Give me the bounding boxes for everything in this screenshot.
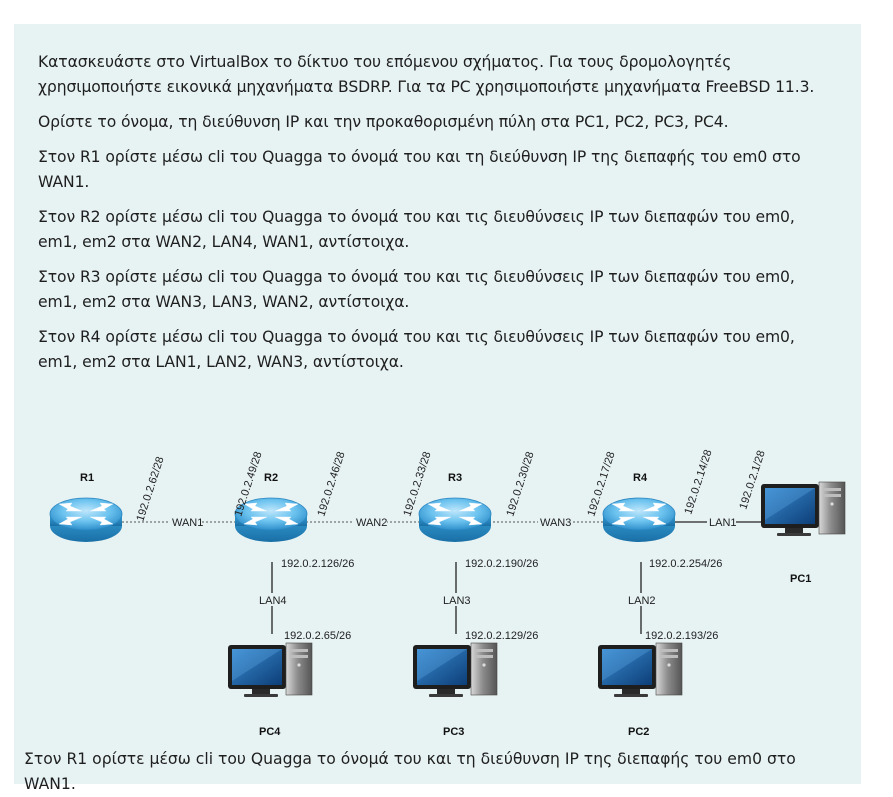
wan3-label: WAN3 [540,517,571,529]
ip-r2-lan4: 192.0.2.126/26 [281,558,354,570]
lan1-label: LAN1 [709,517,737,529]
link-labels: WAN1 WAN2 WAN3 LAN1 LAN4 LAN3 LAN2 [170,515,737,607]
computer-icon [597,642,683,698]
network-diagram: WAN1 WAN2 WAN3 LAN1 LAN4 LAN3 LAN2 R1 R2… [49,448,846,738]
wan1-label: WAN1 [172,517,203,529]
ip-pc2-lan2: 192.0.2.193/26 [645,630,718,642]
paragraph-r2: Στον R2 ορίστε μέσω cli του Quagga το όν… [38,208,795,251]
ip-pc3-lan3: 192.0.2.129/26 [465,630,538,642]
ip-pc4-lan4: 192.0.2.65/26 [284,630,351,642]
next-paragraph-text: Στον R1 ορίστε μέσω cli του Quagga το όν… [24,750,796,793]
router-r2: R2 [234,472,308,543]
router-icon [418,497,492,543]
paragraph-r1: Στον R1 ορίστε μέσω cli του Quagga το όν… [38,148,801,191]
computer-icon [227,642,313,698]
lan3-label: LAN3 [443,595,471,607]
wan2-label: WAN2 [356,517,387,529]
next-paragraph-cutoff: Στον R1 ορίστε μέσω cli του Quagga το όν… [24,748,844,793]
router-r4: R4 [602,472,676,543]
router-icon [49,497,123,543]
ip-r3-wan3: 192.0.2.30/28 [504,450,536,518]
router-r3: R3 [418,472,492,543]
router-r1: R1 [49,472,123,543]
paragraph-setup: Κατασκευάστε στο VirtualBox το δίκτυο το… [38,53,815,96]
router-icon [602,497,676,543]
router-r3-label: R3 [448,472,462,484]
ip-r1-wan1: 192.0.2.62/28 [134,455,166,523]
lan2-label: LAN2 [628,595,656,607]
pc-pc3: PC3 [412,642,498,738]
pc3-label: PC3 [443,726,464,738]
pc1-label: PC1 [790,573,811,585]
router-r2-label: R2 [264,472,278,484]
pc-pc2: PC2 [597,642,683,738]
pc2-label: PC2 [628,726,649,738]
paragraph-r4: Στον R4 ορίστε μέσω cli του Quagga το όν… [38,328,795,371]
pc-pc4: PC4 [227,642,313,738]
computer-icon [760,481,846,537]
router-r1-label: R1 [80,472,94,484]
pc4-label: PC4 [259,726,281,738]
computer-icon [412,642,498,698]
lan4-label: LAN4 [259,595,287,607]
ip-r4-lan1: 192.0.2.14/28 [682,448,714,516]
paragraph-r3: Στον R3 ορίστε μέσω cli του Quagga το όν… [38,268,795,311]
ip-r3-lan3: 192.0.2.190/26 [465,558,538,570]
paragraph-pcs: Ορίστε το όνομα, τη διεύθυνση IP και την… [38,113,729,131]
ip-r2-wan2: 192.0.2.46/28 [315,450,347,518]
instructions: Κατασκευάστε στο VirtualBox το δίκτυο το… [38,50,838,385]
pc-pc1: PC1 [760,481,846,585]
router-r4-label: R4 [633,472,648,484]
ip-r4-lan2: 192.0.2.254/26 [649,558,722,570]
lan-ips: 192.0.2.126/26 192.0.2.65/26 192.0.2.190… [281,558,722,642]
